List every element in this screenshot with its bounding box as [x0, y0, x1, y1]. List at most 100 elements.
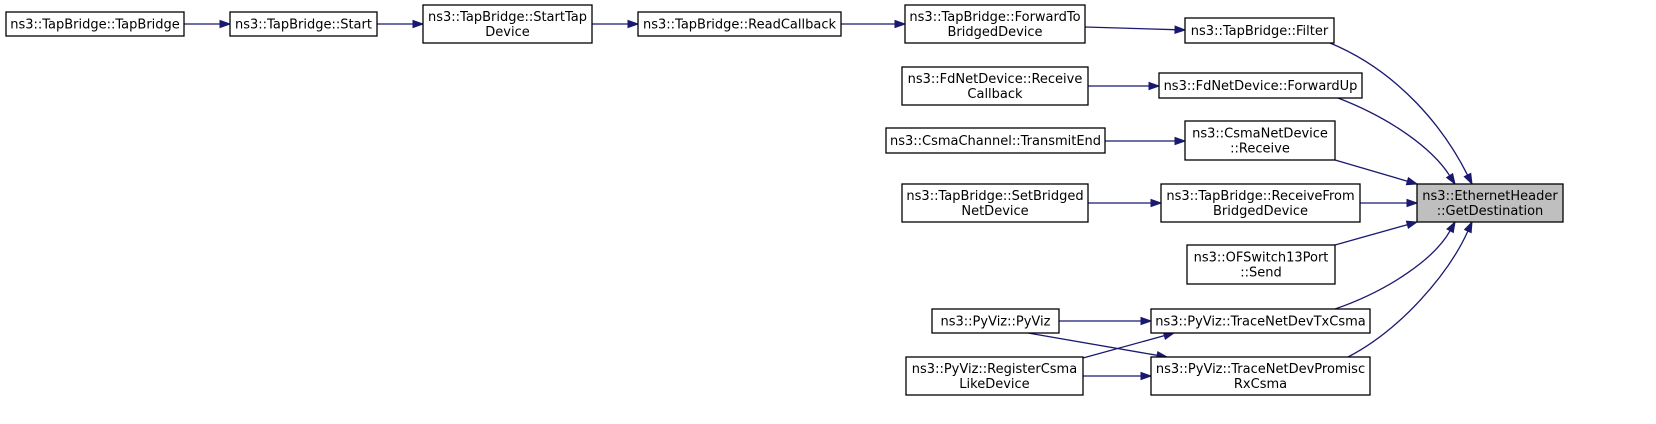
- node-box: [1150, 356, 1371, 396]
- node-tb-start[interactable]: ns3::TapBridge::Start: [229, 11, 378, 37]
- node-label-line: ns3::FdNetDevice::ForwardUp: [1164, 79, 1358, 94]
- node-label-line: ns3::TapBridge::ReceiveFrom: [1166, 189, 1354, 204]
- node-csma-txend[interactable]: ns3::CsmaChannel::TransmitEnd: [885, 127, 1106, 154]
- node-box: [1184, 17, 1335, 44]
- edge-csma_txend-to-csma_receive: [1105, 136, 1187, 146]
- arrowhead-icon: [1140, 316, 1153, 326]
- node-label-line: ns3::TapBridge::SetBridged: [906, 189, 1083, 204]
- node-label-line: ns3::CsmaNetDevice: [1192, 127, 1328, 142]
- arrowhead-icon: [412, 19, 425, 29]
- node-box: [901, 183, 1089, 223]
- edge-tb_readcb-to-tb_forwardto: [841, 19, 907, 29]
- node-pv-txcsma[interactable]: ns3::PyViz::TraceNetDevTxCsma: [1150, 308, 1371, 334]
- node-tb-readcb[interactable]: ns3::TapBridge::ReadCallback: [637, 11, 842, 37]
- arrowhead-icon: [1405, 220, 1419, 229]
- arrowhead-icon: [1405, 176, 1419, 186]
- edge-tb_forwardto-to-tb_filter: [1084, 25, 1187, 34]
- arrowhead-icon: [1174, 25, 1187, 34]
- node-box: [1416, 183, 1564, 223]
- node-label-line: ::Send: [1240, 266, 1282, 281]
- edge-pv_register-to-pv_promisc: [1083, 371, 1153, 381]
- node-label-line: ns3::PyViz::TraceNetDevPromisc: [1156, 362, 1365, 377]
- node-label-line: RxCsma: [1234, 377, 1287, 392]
- node-csma-receive[interactable]: ns3::CsmaNetDevice::Receive: [1184, 120, 1336, 161]
- node-pv-ctor[interactable]: ns3::PyViz::PyViz: [931, 308, 1060, 334]
- arrowhead-icon: [1148, 81, 1161, 91]
- node-label-line: BridgedDevice: [1213, 204, 1308, 219]
- node-tb-filter[interactable]: ns3::TapBridge::Filter: [1184, 17, 1335, 44]
- node-box: [904, 4, 1086, 44]
- edge-tb_filter-to-eth_getdest: [1329, 42, 1473, 186]
- edge-fd_recvcb-to-fd_forwardup: [1088, 81, 1161, 91]
- node-label-line: ns3::TapBridge::Filter: [1191, 24, 1329, 39]
- edge-line: [1329, 42, 1469, 176]
- edge-line: [1027, 332, 1158, 356]
- node-label-line: ns3::EthernetHeader: [1422, 189, 1558, 204]
- node-label-line: Callback: [967, 87, 1023, 102]
- arrowhead-icon: [1150, 198, 1163, 208]
- node-label-line: Device: [485, 25, 529, 40]
- edge-line: [1334, 159, 1408, 182]
- node-label-line: ns3::CsmaChannel::TransmitEnd: [890, 134, 1101, 149]
- edge-tb_recvfrom-to-eth_getdest: [1360, 198, 1419, 208]
- edge-line: [1347, 230, 1469, 358]
- arrowhead-icon: [1445, 172, 1456, 186]
- arrowhead-icon: [1463, 220, 1473, 234]
- node-box: [885, 127, 1106, 154]
- node-label-line: BridgedDevice: [947, 25, 1042, 40]
- node-box: [1150, 308, 1371, 334]
- node-label-line: ns3::OFSwitch13Port: [1194, 251, 1329, 266]
- node-label-line: ::Receive: [1230, 142, 1290, 157]
- node-box: [5, 11, 185, 37]
- edge-line: [1334, 224, 1408, 246]
- node-box: [1158, 72, 1363, 99]
- edge-tb_setbridged-to-tb_recvfrom: [1088, 198, 1163, 208]
- node-label-line: ns3::TapBridge::ReadCallback: [643, 18, 836, 33]
- arrowhead-icon: [1140, 371, 1153, 381]
- node-label-line: ns3::TapBridge::Start: [235, 18, 372, 33]
- arrowhead-icon: [1446, 220, 1456, 234]
- node-box: [422, 4, 593, 44]
- arrowhead-icon: [627, 19, 640, 29]
- arrowhead-icon: [1174, 136, 1187, 146]
- edge-ofs_send-to-eth_getdest: [1334, 220, 1419, 246]
- edge-pv_txcsma-to-eth_getdest: [1334, 220, 1456, 310]
- node-label-line: ::GetDestination: [1437, 204, 1544, 219]
- node-box: [901, 66, 1089, 106]
- node-box: [931, 308, 1060, 334]
- edge-tb_starttap-to-tb_readcb: [592, 19, 640, 29]
- node-label-line: ns3::PyViz::PyViz: [941, 315, 1051, 330]
- edge-pv_promisc-to-eth_getdest: [1347, 220, 1473, 358]
- node-box: [1186, 244, 1336, 285]
- edge-pv_ctor-to-pv_promisc: [1027, 332, 1169, 360]
- node-ofs-send[interactable]: ns3::OFSwitch13Port::Send: [1186, 244, 1336, 285]
- node-label-line: ns3::PyViz::RegisterCsma: [912, 362, 1077, 377]
- node-box: [637, 11, 842, 37]
- node-label-line: LikeDevice: [959, 377, 1029, 392]
- arrowhead-icon: [1463, 172, 1473, 186]
- node-label-line: ns3::FdNetDevice::Receive: [908, 72, 1083, 87]
- node-box: [905, 356, 1084, 396]
- edge-line: [1082, 335, 1165, 359]
- arrowhead-icon: [894, 19, 907, 29]
- edge-csma_receive-to-eth_getdest: [1334, 159, 1419, 186]
- node-label-line: ns3::TapBridge::TapBridge: [10, 18, 180, 33]
- arrowhead-icon: [1406, 198, 1419, 208]
- edge-line: [1084, 26, 1176, 31]
- edge-tb_start-to-tb_starttap: [377, 19, 425, 29]
- node-eth-getdest[interactable]: ns3::EthernetHeader::GetDestination: [1416, 183, 1564, 223]
- node-label-line: ns3::PyViz::TraceNetDevTxCsma: [1155, 315, 1366, 330]
- edge-line: [1337, 97, 1451, 176]
- node-tb-ctor[interactable]: ns3::TapBridge::TapBridge: [5, 11, 185, 37]
- node-fd-forwardup[interactable]: ns3::FdNetDevice::ForwardUp: [1158, 72, 1363, 99]
- node-label-line: ns3::TapBridge::StartTap: [428, 10, 587, 25]
